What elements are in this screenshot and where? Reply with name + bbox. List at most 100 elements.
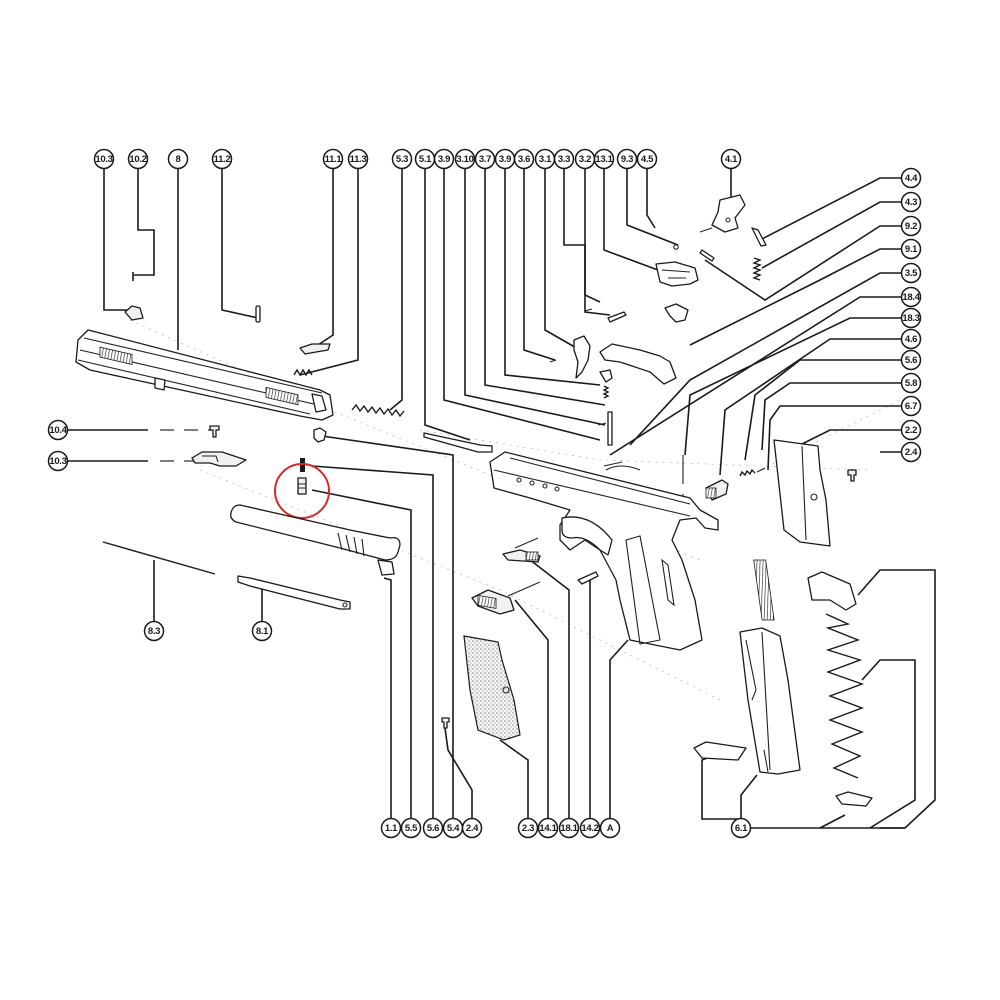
callout-3-5[interactable]: 3.5 — [900, 262, 922, 284]
callout-5-6[interactable]: 5.6 — [900, 349, 922, 371]
callout-9-3[interactable]: 9.3 — [616, 148, 638, 170]
callout-4-1[interactable]: 4.1 — [720, 148, 742, 170]
callout-10-4[interactable]: 10.4 — [47, 419, 69, 441]
callout-14-1[interactable]: 14.1 — [537, 817, 559, 839]
part-left-grip-panel[interactable] — [463, 635, 521, 741]
part-barrel[interactable] — [230, 504, 401, 576]
part-trigger-spring[interactable] — [602, 385, 610, 399]
part-recoil-guide-rod[interactable] — [237, 575, 351, 610]
part-magazine-insert[interactable] — [835, 791, 873, 807]
part-pin-4-5[interactable] — [673, 227, 713, 250]
part-slide-stop-spring[interactable] — [603, 461, 641, 471]
callout-11-3[interactable]: 11.3 — [347, 148, 369, 170]
callout-3-6[interactable]: 3.6 — [513, 148, 535, 170]
callout-10-3[interactable]: 10.3 — [47, 450, 69, 472]
callout-3-1[interactable]: 3.1 — [534, 148, 556, 170]
part-magazine-catch[interactable] — [471, 581, 541, 615]
part-sight-base[interactable] — [191, 451, 247, 467]
callout-label: 6.1 — [735, 823, 748, 834]
callout-circle — [400, 817, 422, 839]
callout-18-4[interactable]: 18.4 — [900, 286, 922, 308]
part-magazine-body[interactable] — [739, 627, 801, 775]
callout-5-8[interactable]: 5.8 — [900, 372, 922, 394]
part-hammer[interactable] — [711, 194, 746, 233]
callout-5-1[interactable]: 5.1 — [414, 148, 436, 170]
callout-9-2[interactable]: 9.2 — [900, 215, 922, 237]
part-spring-6-7[interactable] — [739, 467, 766, 477]
part-magazine-spring[interactable] — [825, 613, 865, 779]
callout-14-2[interactable]: 14.2 — [579, 817, 601, 839]
part-thumb-safety[interactable] — [705, 479, 729, 501]
part-pin-3-7[interactable] — [597, 422, 607, 426]
part-firing-pin-spring[interactable] — [351, 403, 405, 418]
callout-10-3[interactable]: 10.3 — [93, 148, 115, 170]
callout-5-5[interactable]: 5.5 — [400, 817, 422, 839]
part-sear[interactable] — [664, 303, 689, 323]
callout-8-1[interactable]: 8.1 — [251, 620, 273, 642]
callout-3-3[interactable]: 3.3 — [553, 148, 575, 170]
part-hammer-spring[interactable] — [752, 257, 762, 281]
part-hammer-strut[interactable] — [751, 227, 767, 247]
callout-2-4[interactable]: 2.4 — [461, 817, 483, 839]
callout-4-4[interactable]: 4.4 — [900, 167, 922, 189]
part-trigger-plunger[interactable] — [599, 369, 613, 383]
callout-5-6[interactable]: 5.6 — [422, 817, 444, 839]
callout-circle — [900, 238, 922, 260]
part-slide[interactable] — [75, 329, 334, 421]
part-trigger[interactable] — [573, 335, 591, 379]
callout-5-4[interactable]: 5.4 — [442, 817, 464, 839]
part-recoil-spring[interactable] — [102, 541, 216, 575]
part-rear-sight[interactable] — [124, 305, 144, 321]
callout-2-3[interactable]: 2.3 — [517, 817, 539, 839]
part-sight-screw[interactable] — [209, 425, 220, 438]
part-pin-3-6[interactable] — [549, 359, 557, 363]
callout-3-2[interactable]: 3.2 — [574, 148, 596, 170]
part-magazine-follower[interactable] — [807, 571, 857, 611]
part-pin-14-2[interactable] — [577, 571, 599, 585]
callout-8[interactable]: 8 — [167, 148, 189, 170]
callout-18-3[interactable]: 18.3 — [900, 307, 922, 329]
callout-4-5[interactable]: 4.5 — [636, 148, 658, 170]
callout-5-3[interactable]: 5.3 — [391, 148, 413, 170]
part-pin-3-3[interactable] — [584, 308, 593, 312]
part-firing-pin-safety[interactable] — [297, 477, 307, 495]
part-frame[interactable] — [489, 451, 775, 651]
callout-8-3[interactable]: 8.3 — [143, 620, 165, 642]
callout-A[interactable]: A — [599, 817, 621, 839]
callout-9-1[interactable]: 9.1 — [900, 238, 922, 260]
part-pin-9-2[interactable] — [699, 249, 715, 262]
part-firing-pin[interactable] — [423, 432, 493, 453]
callout-11-1[interactable]: 11.1 — [322, 148, 344, 170]
part-extractor-spring[interactable] — [293, 368, 313, 377]
callout-1-1[interactable]: 1.1 — [380, 817, 402, 839]
callout-6-1[interactable]: 6.1 — [730, 817, 752, 839]
part-pin-3-2[interactable] — [607, 311, 627, 323]
callout-label: 10.3 — [95, 154, 112, 165]
callout-6-7[interactable]: 6.7 — [900, 395, 922, 417]
callout-3-10[interactable]: 3.10 — [454, 148, 476, 170]
callout-3-7[interactable]: 3.7 — [474, 148, 496, 170]
part-sear-housing[interactable] — [655, 261, 699, 287]
part-grip-screw-right[interactable] — [847, 469, 857, 482]
part-magazine-floorplate[interactable] — [693, 741, 747, 761]
part-firing-pin-block[interactable] — [313, 427, 327, 443]
callout-3-9[interactable]: 3.9 — [433, 148, 455, 170]
part-grip-screw-left[interactable] — [441, 717, 450, 729]
part-extractor[interactable] — [299, 343, 331, 355]
callout-4-3[interactable]: 4.3 — [900, 191, 922, 213]
callout-18-1[interactable]: 18.1 — [558, 817, 580, 839]
part-pin-3-10[interactable] — [607, 411, 613, 446]
callout-circle — [461, 817, 483, 839]
callout-11-2[interactable]: 11.2 — [211, 148, 233, 170]
part-pin-11-2[interactable] — [255, 305, 261, 323]
part-slide-stop[interactable] — [502, 537, 541, 563]
callout-label: 4.3 — [905, 197, 917, 208]
callout-4-6[interactable]: 4.6 — [900, 328, 922, 350]
callout-2-2[interactable]: 2.2 — [900, 419, 922, 441]
callout-13-1[interactable]: 13.1 — [593, 148, 615, 170]
callout-10-2[interactable]: 10.2 — [127, 148, 149, 170]
callout-2-4[interactable]: 2.4 — [900, 441, 922, 463]
callout-3-9[interactable]: 3.9 — [494, 148, 516, 170]
part-right-grip-panel[interactable] — [773, 439, 831, 547]
part-trigger-bar[interactable] — [599, 343, 677, 385]
